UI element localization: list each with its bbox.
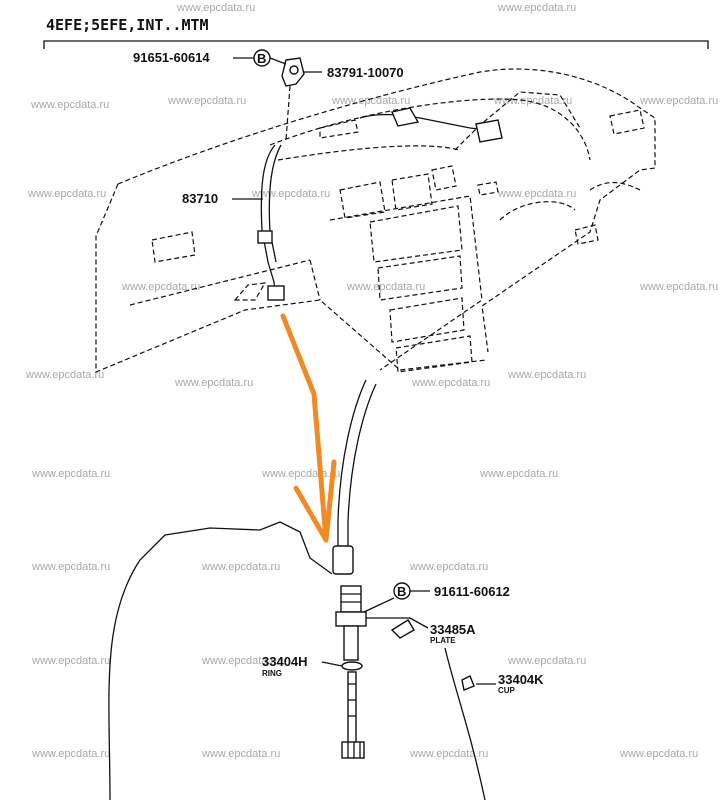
watermark: www.epcdata.ru	[331, 95, 410, 107]
watermark: www.epcdata.ru	[251, 188, 330, 200]
watermark: www.epcdata.ru	[497, 2, 576, 14]
watermark: www.epcdata.ru	[639, 281, 718, 293]
watermark: www.epcdata.ru	[25, 369, 104, 381]
cup-33404k	[461, 675, 475, 691]
cable-clamp	[391, 107, 420, 127]
watermark: www.epcdata.ru	[639, 95, 718, 107]
cable-nut	[332, 545, 354, 575]
cable-end-fitting	[267, 285, 285, 301]
speedometer-cable-83710	[257, 107, 503, 301]
cable-connector	[475, 119, 503, 143]
watermark: www.epcdata.ru	[174, 377, 253, 389]
watermark: www.epcdata.ru	[121, 281, 200, 293]
gear-shaft	[347, 671, 357, 745]
clamp-assembly	[281, 57, 305, 141]
watermark: www.epcdata.ru	[409, 561, 488, 573]
watermark: www.epcdata.ru	[167, 95, 246, 107]
transmission-housing	[108, 521, 486, 800]
watermark: www.epcdata.ru	[261, 468, 340, 480]
part-number-33404h: 33404H	[262, 654, 308, 669]
marker-b: B	[257, 51, 266, 66]
watermark: www.epcdata.ru	[507, 369, 586, 381]
watermark: www.epcdata.ru	[27, 188, 106, 200]
watermark: www.epcdata.ru	[619, 748, 698, 760]
leader-line	[321, 661, 343, 667]
watermark: www.epcdata.ru	[176, 2, 255, 14]
driven-gear	[341, 741, 365, 759]
part-name-cup: CUP	[498, 686, 516, 695]
dashboard-outline	[95, 68, 656, 373]
part-number-91651-60614: 91651-60614	[133, 50, 210, 65]
part-number-83791-10070: 83791-10070	[327, 65, 404, 80]
sleeve-top	[340, 585, 362, 613]
watermark-layer: www.epcdata.ru www.epcdata.ru www.epcdat…	[25, 2, 718, 760]
marker-b: B	[397, 584, 406, 599]
watermark: www.epcdata.ru	[409, 748, 488, 760]
watermark: www.epcdata.ru	[479, 468, 558, 480]
watermark: www.epcdata.ru	[31, 561, 110, 573]
watermark: www.epcdata.ru	[497, 188, 576, 200]
header-bracket	[43, 40, 709, 49]
watermark: www.epcdata.ru	[31, 748, 110, 760]
watermark: www.epcdata.ru	[201, 561, 280, 573]
watermark: www.epcdata.ru	[201, 655, 280, 667]
driven-gear-assembly	[335, 585, 367, 759]
watermark: www.epcdata.ru	[493, 95, 572, 107]
watermark: www.epcdata.ru	[31, 468, 110, 480]
o-ring	[341, 661, 363, 671]
connection-arrow	[280, 313, 337, 543]
part-number-33485a: 33485A	[430, 622, 476, 637]
clamp-hole	[289, 65, 299, 75]
sleeve-body	[343, 625, 359, 661]
cable-sleeve	[257, 230, 273, 244]
part-name-plate: PLATE	[430, 636, 456, 645]
part-number-91611-60612: 91611-60612	[434, 584, 510, 599]
watermark: www.epcdata.ru	[30, 99, 109, 111]
part-number-83710: 83710	[182, 191, 218, 206]
diagram-title: 4EFE;5EFE,INT..MTM	[46, 16, 209, 34]
part-number-33404k: 33404K	[498, 672, 544, 687]
plate-33485a	[390, 619, 415, 639]
watermark: www.epcdata.ru	[411, 377, 490, 389]
watermark: www.epcdata.ru	[507, 655, 586, 667]
watermark: www.epcdata.ru	[201, 748, 280, 760]
sleeve-flange	[335, 611, 367, 627]
watermark: www.epcdata.ru	[346, 281, 425, 293]
leader-line	[363, 597, 395, 613]
watermark: www.epcdata.ru	[31, 655, 110, 667]
leader-line	[269, 57, 287, 65]
leader-line	[409, 617, 429, 629]
part-name-ring: RING	[262, 669, 282, 678]
cable-lower-end	[332, 379, 377, 575]
